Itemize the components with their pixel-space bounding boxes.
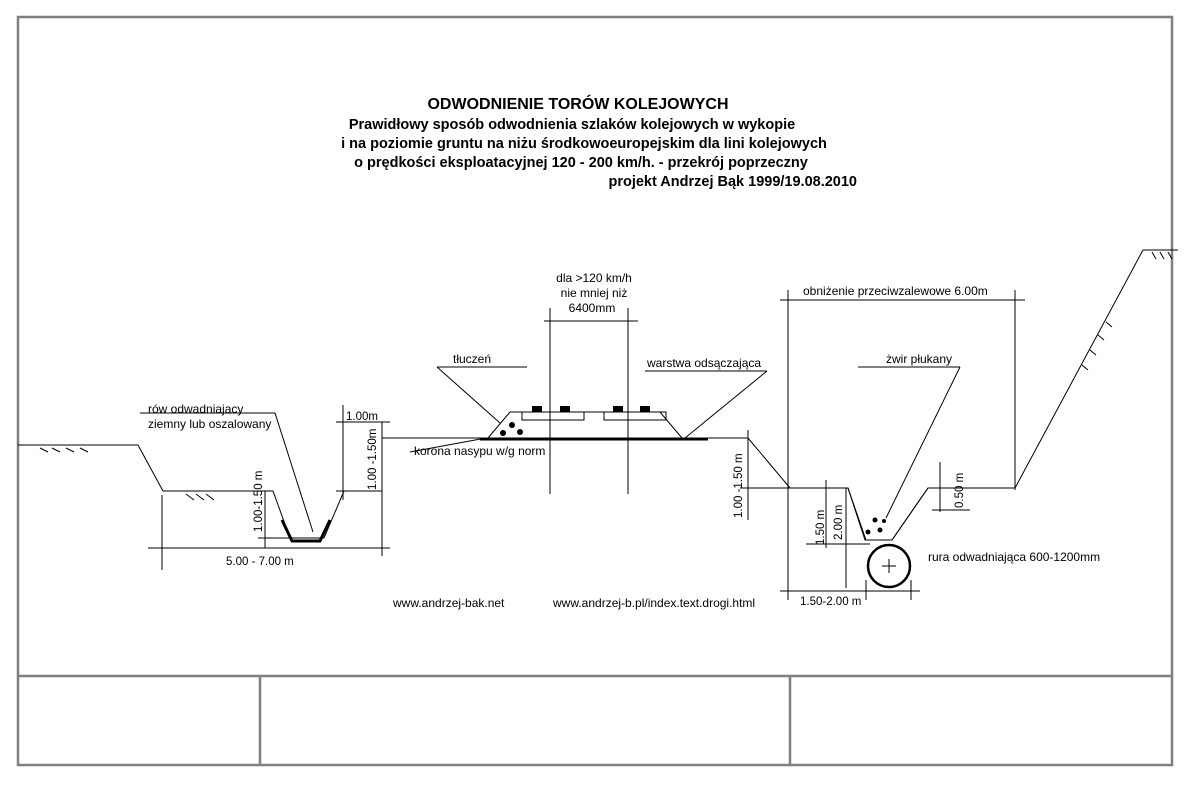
dimension-lines (148, 290, 1025, 600)
sleeper-right (603, 411, 667, 421)
label-korona: korona nasypu w/g norm (414, 444, 545, 458)
sleeper-left (521, 411, 585, 421)
link-site-2[interactable]: www.andrzej-b.pl/index.text.drogi.html (552, 596, 755, 610)
drawing-title: ODWODNIENIE TORÓW KOLEJOWYCH (427, 94, 728, 113)
link-site-1[interactable]: www.andrzej-bak.net (392, 596, 505, 610)
rails (532, 406, 650, 412)
dim-050m: 0.50 m (954, 473, 966, 508)
soil-hatch-ditch (185, 493, 215, 501)
label-rura: rura odwadniająca 600-1200mm (928, 550, 1100, 564)
label-row-2: ziemny lub oszalowany (148, 417, 271, 431)
label-speed-3: 6400mm (569, 301, 616, 315)
ballast-outline (487, 411, 683, 439)
dim-150m: 1.50 m (815, 510, 827, 545)
dim-500-700: 5.00 - 7.00 m (226, 556, 294, 568)
soil-hatch-left (39, 447, 89, 453)
subtitle-line-2: i na poziomie gruntu na niżu środkowoeur… (341, 136, 827, 152)
label-zwir: żwir płukany (886, 352, 952, 366)
ballast-stones (500, 422, 523, 436)
label-speed-1: dla >120 km/h (556, 271, 632, 285)
label-speed-2: nie mniej niż (561, 286, 628, 300)
subtitle-line-1: Prawidłowy sposób odwodnienia szlaków ko… (349, 117, 795, 133)
label-tluczen: tłuczeń (453, 352, 491, 366)
dim-100-150-center: 1.00 -1.50m (367, 429, 379, 490)
track-structure (480, 308, 708, 494)
soil-hatch-right (1081, 251, 1173, 371)
dim-100m: 1.00m (346, 411, 378, 423)
subtitle-author: projekt Andrzej Bąk 1999/19.08.2010 (608, 174, 857, 190)
drainage-trench (847, 487, 929, 589)
subtitle-line-3: o prędkości eksploatacyjnej 120 - 200 km… (354, 155, 808, 171)
gravel-stone (872, 517, 878, 523)
drain-pipe (866, 543, 912, 589)
label-warstwa: warstwa odsączająca (646, 356, 761, 370)
dim-100-150-right: 1.00 -1.50 m (733, 453, 745, 518)
dim-100-150-ditch: 1.00-1.50 m (253, 471, 265, 532)
label-obnizenie: obniżenie przeciwzalewowe 6.00m (803, 284, 988, 298)
dim-150-200: 1.50-2.00 m (800, 596, 861, 608)
label-row-1: rów odwadniajacy (148, 402, 243, 416)
ditch-lining (280, 519, 332, 543)
dim-200m: 2.00 m (833, 505, 845, 540)
sheet-frame (16, 15, 1174, 767)
leader-lines (140, 366, 961, 533)
